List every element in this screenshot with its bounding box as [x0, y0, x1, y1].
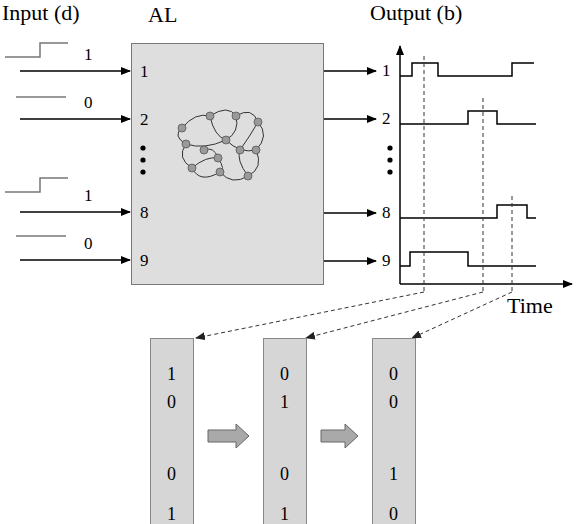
al-box-fill: [131, 43, 324, 285]
step-signal: [5, 43, 68, 57]
input-number: 9: [140, 252, 149, 269]
vector-value: 1: [167, 505, 176, 523]
axis-label: Time: [507, 295, 553, 317]
network-box: AL1289: [131, 43, 324, 285]
flat-signal: [16, 235, 66, 237]
vector-value: 0: [280, 465, 289, 483]
network-nodes: [178, 112, 262, 180]
output-number: 2: [382, 110, 391, 127]
vector-value: 0: [389, 365, 398, 383]
output-number: 9: [382, 252, 391, 269]
vector-value: 0: [389, 505, 398, 523]
step-signal: [5, 178, 68, 192]
transition-arrow: [208, 424, 249, 448]
state-vector: 0 1 0 1: [263, 338, 307, 524]
input-value: 0: [84, 94, 93, 111]
output-number: 1: [382, 62, 391, 79]
box-title: AL: [148, 4, 177, 26]
input-value: 1: [84, 46, 93, 63]
heading-label: Input (d): [2, 2, 80, 24]
heading-label: Output (b): [370, 2, 462, 24]
input-number: 8: [140, 204, 149, 221]
input-arrows: [20, 71, 130, 260]
time-axis: [400, 283, 572, 285]
input-value: 0: [84, 235, 93, 252]
input-number: 1: [140, 63, 149, 80]
vector-value: 0: [167, 465, 176, 483]
input-number: 2: [140, 111, 149, 128]
network-illustration: [178, 110, 264, 180]
state-vector: 0 0 1 0: [372, 338, 416, 524]
waveforms: [400, 63, 536, 266]
output-arrows: [324, 71, 376, 261]
vector-value: 1: [167, 365, 176, 383]
vector-value: 1: [280, 505, 289, 523]
output-number: 8: [382, 204, 391, 221]
vector-value: 1: [280, 393, 289, 411]
state-vector: 1 0 0 1: [150, 338, 194, 524]
value-axis: [399, 46, 401, 284]
vector-value: 0: [389, 393, 398, 411]
vector-value: 0: [167, 393, 176, 411]
vector-value: 1: [389, 465, 398, 483]
sampling-lines: [196, 56, 512, 338]
input-value: 1: [84, 187, 93, 204]
transition-arrow: [321, 424, 358, 448]
vector-value: 0: [280, 365, 289, 383]
flat-signal: [16, 96, 66, 98]
